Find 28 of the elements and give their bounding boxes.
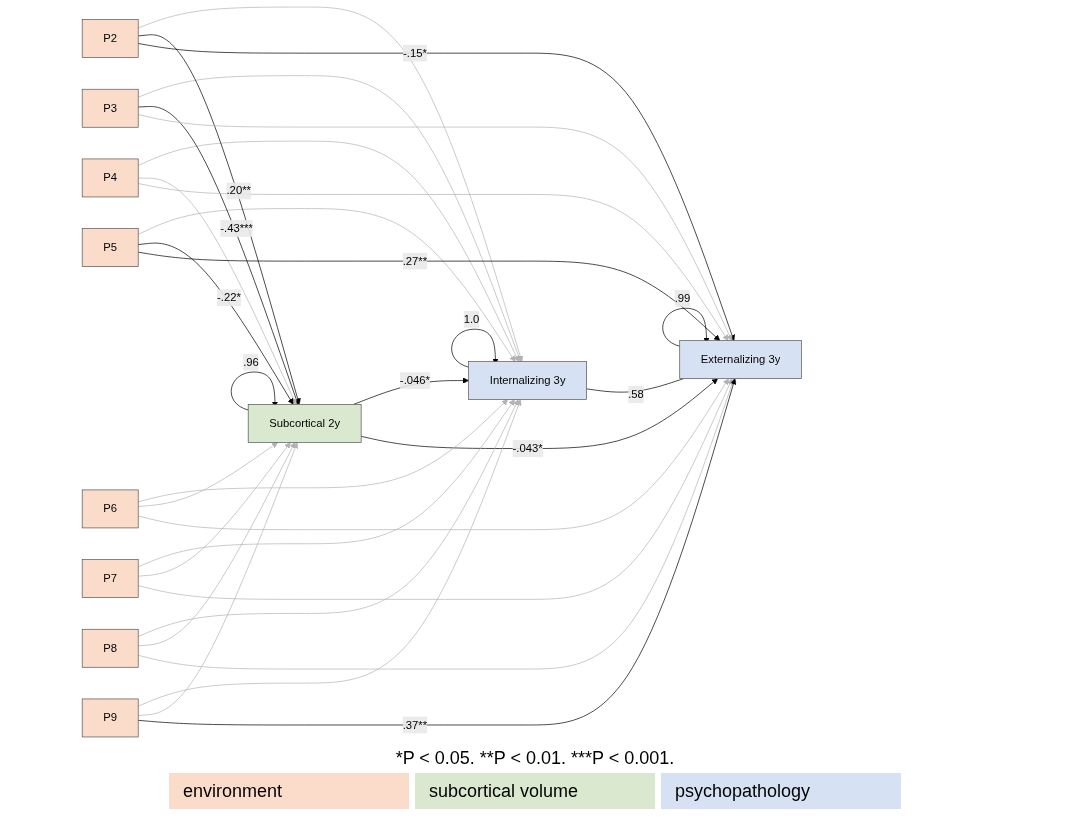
node-box: P6 bbox=[81, 489, 139, 529]
node-box: P9 bbox=[81, 698, 139, 738]
node-box: P3 bbox=[81, 88, 139, 128]
edge-label: -.043* bbox=[512, 442, 543, 455]
edge-label: .58 bbox=[628, 388, 644, 401]
edge-label: .96 bbox=[243, 355, 259, 368]
edge-label: .99 bbox=[674, 292, 691, 305]
legend-entry: environment bbox=[169, 773, 409, 809]
node-box: Internalizing 3y bbox=[468, 361, 587, 400]
node-box: P8 bbox=[81, 628, 139, 668]
legend-entry: psychopathology bbox=[661, 773, 901, 809]
edge-label: 1.0 bbox=[463, 313, 480, 325]
legend-entry: subcortical volume bbox=[415, 773, 655, 809]
node-box: P7 bbox=[81, 559, 139, 598]
edge-label: .37** bbox=[402, 718, 428, 731]
node-box: P5 bbox=[81, 228, 139, 267]
edge-label: -.22* bbox=[217, 291, 241, 304]
edge-label: .27** bbox=[402, 254, 428, 267]
node-box: Subcortical 2y bbox=[247, 404, 362, 443]
edge-label: -.046* bbox=[399, 374, 430, 387]
footnote: *P < 0.05. **P < 0.01. ***P < 0.001. bbox=[395, 748, 675, 769]
edge-label: -.15* bbox=[403, 46, 427, 59]
edge-label: -.43*** bbox=[220, 222, 253, 235]
node-box: Externalizing 3y bbox=[679, 340, 802, 379]
node-box: P4 bbox=[81, 158, 139, 198]
connector bbox=[586, 378, 684, 393]
edge-label: .20** bbox=[226, 184, 251, 197]
node-box: P2 bbox=[81, 19, 139, 58]
